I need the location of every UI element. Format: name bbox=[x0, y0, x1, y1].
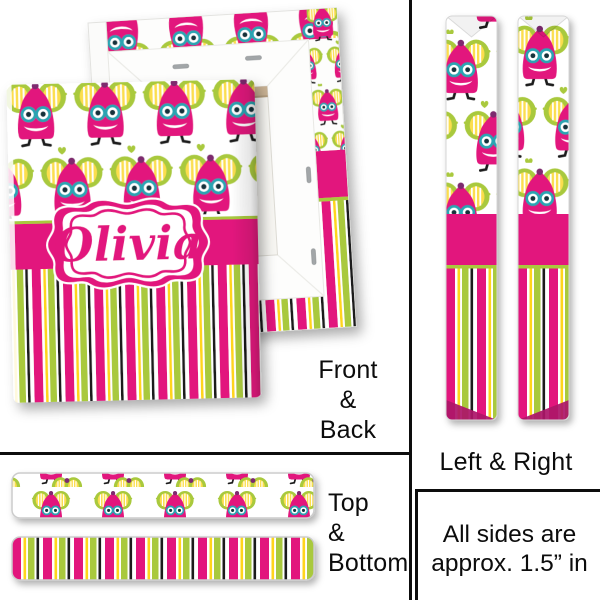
side-strip-left bbox=[445, 15, 498, 421]
dimensions-note-text: All sides are approx. 1.5” in bbox=[418, 520, 600, 578]
front-back-caption: Front & Back bbox=[303, 355, 393, 445]
caption-line: Bottom bbox=[328, 549, 409, 577]
horizontal-divider-line bbox=[0, 452, 411, 455]
vertical-divider-line bbox=[409, 0, 412, 600]
caption-line: Top bbox=[328, 489, 369, 517]
name-plaque: Olivia bbox=[47, 198, 209, 288]
note-line: approx. 1.5” in bbox=[431, 550, 588, 577]
top-edge-strip bbox=[11, 472, 315, 519]
caption-line: & bbox=[339, 386, 357, 414]
side-strip-right bbox=[517, 15, 570, 421]
caption-line: Back bbox=[319, 416, 377, 444]
dimensions-note-box: All sides are approx. 1.5” in bbox=[415, 489, 600, 600]
caption-line: & bbox=[328, 519, 345, 547]
caption-line: Front bbox=[318, 356, 378, 384]
left-right-caption: Left & Right bbox=[439, 448, 573, 476]
personalized-name-text: Olivia bbox=[53, 215, 203, 273]
note-line: All sides are bbox=[442, 521, 577, 548]
top-bottom-caption: Top & Bottom bbox=[328, 488, 410, 578]
front-monster-pattern bbox=[6, 79, 258, 224]
front-stripe-pattern bbox=[10, 264, 262, 403]
back-top-flap bbox=[88, 7, 339, 53]
bottom-edge-strip bbox=[11, 536, 315, 581]
front-canvas-view: Olivia bbox=[6, 79, 262, 403]
